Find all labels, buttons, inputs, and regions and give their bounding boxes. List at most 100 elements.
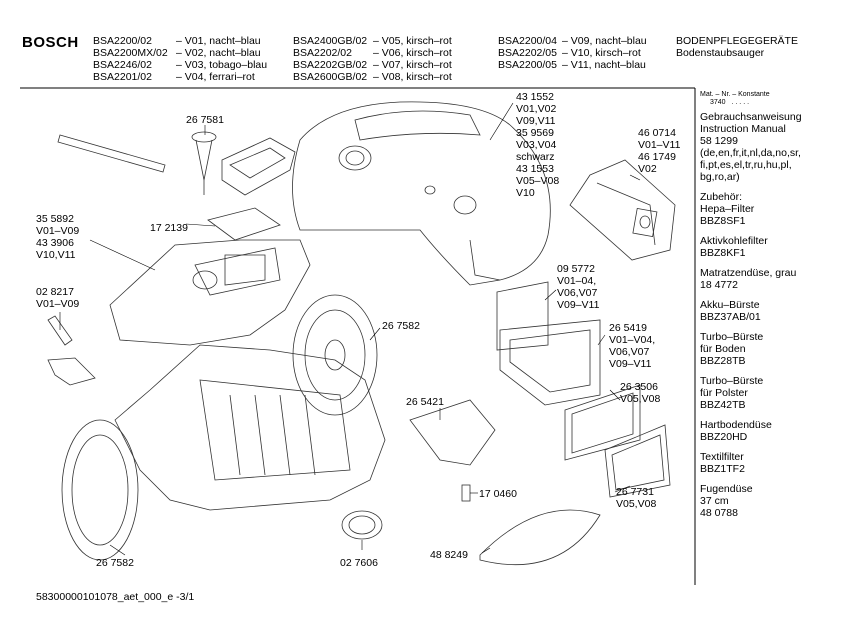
sidebar-line: Fugendüse	[700, 483, 753, 495]
part-label-267582-front: 26 7582	[96, 557, 134, 569]
strip-part	[57, 134, 166, 173]
sidebar-line: 58 1299	[700, 135, 738, 147]
konstante-value: 3740 . . . . .	[700, 99, 840, 107]
model-variant: – V03, tobago–blau	[176, 59, 268, 71]
konstante-header: Mat. – Nr. – Konstante	[700, 91, 770, 98]
sidebar-line: BBZ1TF2	[700, 463, 745, 475]
part-variant: V01–04,	[557, 275, 597, 287]
sidebar-line: für Boden	[700, 343, 746, 355]
dust-bag	[569, 159, 676, 261]
ring	[341, 510, 383, 540]
part-variant: V05,V08	[620, 393, 661, 405]
sidebar-line: BBZ8KF1	[700, 247, 746, 259]
part-variant: V03,V04	[516, 139, 557, 151]
belt	[479, 509, 601, 566]
sidebar-line: Hepa–Filter	[700, 203, 755, 215]
model-variant: – V07, kirsch–rot	[373, 59, 452, 71]
part-label-488249: 48 8249	[430, 549, 468, 561]
model-column-3: BSA2400GB/02 BSA2202/02 BSA2202GB/02 BSA…	[293, 35, 367, 83]
front-wheel	[61, 419, 139, 561]
part-number: 43 1553	[516, 163, 554, 175]
part-variant: V05–V08	[516, 175, 560, 187]
vacuum-lid	[292, 101, 551, 286]
category-title: BODENPFLEGEGERÄTE Bodenstaubsauger	[676, 35, 798, 59]
filter-holder	[221, 137, 296, 196]
model-column-1: BSA2200/02 BSA2200MX/02 BSA2246/02 BSA22…	[93, 35, 168, 83]
model-name: BSA2400GB/02	[293, 35, 368, 47]
sidebar-line: Instruction Manual	[700, 123, 786, 135]
sidebar-block-turbo-upholstery: Turbo–Bürste für Polster BBZ42TB	[700, 375, 840, 411]
model-name: BSA2200/02	[93, 35, 152, 47]
sidebar-block-manual: Gebrauchsanweisung Instruction Manual 58…	[700, 111, 840, 183]
model-column-4: – V05, kirsch–rot – V06, kirsch–rot – V0…	[373, 35, 452, 83]
sidebar-line: (de,en,fr,it,nl,da,no,sr,	[700, 147, 801, 159]
part-label-095772: 09 5772 V01–04, V06,V07 V09–V11	[557, 263, 599, 311]
sidebar-line: BBZ20HD	[700, 431, 748, 443]
part-variant: V05,V08	[616, 498, 657, 510]
part-variant: V01–V11	[638, 139, 681, 151]
part-variant: V06,V07	[557, 287, 598, 299]
sidebar-line: Matratzendüse, grau	[700, 267, 797, 279]
model-variant: – V08, kirsch–rot	[373, 71, 452, 83]
grid-frame	[499, 319, 601, 406]
sidebar-line: BBZ28TB	[700, 355, 746, 367]
housing-cover	[109, 239, 311, 346]
part-label-170460: 17 0460	[479, 488, 517, 500]
konstante-number: 3740	[710, 99, 726, 106]
sidebar-line: Akku–Bürste	[700, 299, 760, 311]
part-number: 46 1749	[638, 151, 676, 163]
part-label-460714: 46 0714 V01–V11 46 1749 V02	[638, 127, 680, 175]
part-label-028217: 02 8217 V01–V09	[36, 286, 79, 310]
sidebar-line: BBZ8SF1	[700, 215, 746, 227]
sidebar-block-hardfloor: Hartbodendüse BBZ20HD	[700, 419, 840, 443]
part-variant: V10	[516, 187, 535, 199]
part-label-267582-rear: 26 7582	[382, 320, 420, 332]
part-label-263506: 26 3506 V05,V08	[620, 381, 660, 405]
model-variant: – V11, nacht–blau	[562, 59, 646, 71]
part-label-431552: 43 1552 V01,V02 V09,V11 35 9569 V03,V04 …	[516, 91, 559, 199]
sidebar-block-akku: Akku–Bürste BBZ37AB/01	[700, 299, 840, 323]
sidebar-line: Zubehör:	[700, 191, 743, 203]
part-label-027606: 02 7606	[340, 557, 378, 569]
part-label-172139: 17 2139	[150, 222, 188, 234]
part-number: 26 7731	[616, 486, 654, 498]
sidebar-line: für Polster	[700, 387, 748, 399]
sidebar-line: bg,ro,ar)	[700, 171, 740, 183]
model-column-5: BSA2200/04 BSA2202/05 BSA2200/05	[498, 35, 557, 71]
konstante-dots: . . . . .	[731, 99, 750, 106]
sidebar-line: fi,pt,es,el,tr,ru,hu,pl,	[700, 159, 792, 171]
sidebar-line: Hartbodendüse	[700, 419, 772, 431]
model-name: BSA2202GB/02	[293, 59, 368, 71]
clip	[461, 484, 471, 502]
part-variant: V10,V11	[36, 249, 76, 261]
part-number: 09 5772	[557, 263, 595, 275]
sidebar-line: 37 cm	[700, 495, 729, 507]
model-name: BSA2202/05	[498, 47, 557, 59]
sidebar-line: Aktivkohlefilter	[700, 235, 768, 247]
part-label-355892: 35 5892 V01–V09 43 3906 V10,V11	[36, 213, 79, 261]
part-number: 35 5892	[36, 213, 74, 225]
part-variant: V01–V04,	[609, 334, 656, 346]
model-variant: – V01, nacht–blau	[176, 35, 261, 47]
part-label-267581: 26 7581	[186, 114, 224, 126]
category-line: BODENPFLEGEGERÄTE	[676, 35, 798, 47]
leader-lines	[59, 102, 641, 556]
sidebar-line: Turbo–Bürste	[700, 331, 764, 343]
base-body	[114, 344, 386, 511]
model-variant: – V10, kirsch–rot	[562, 47, 641, 59]
part-label-267731: 26 7731 V05,V08	[616, 486, 656, 510]
part-label-265419: 26 5419 V01–V04, V06,V07 V09–V11	[609, 322, 655, 370]
sidebar-info: Mat. – Nr. – Konstante 3740 . . . . . Ge…	[700, 91, 840, 519]
part-number: 43 1552	[516, 91, 554, 103]
sidebar-line: Textilfilter	[700, 451, 744, 463]
part-variant: V06,V07	[609, 346, 650, 358]
model-variant: – V06, kirsch–rot	[373, 47, 452, 59]
part-variant: V09,V11	[516, 115, 556, 127]
part-number: 43 3906	[36, 237, 74, 249]
model-name: BSA2201/02	[93, 71, 152, 83]
sidebar-block-crevice: Fugendüse 37 cm 48 0788	[700, 483, 840, 519]
model-column-6: – V09, nacht–blau – V10, kirsch–rot – V1…	[562, 35, 647, 71]
small-part	[47, 315, 96, 386]
part-label-265421: 26 5421	[406, 396, 444, 408]
model-variant: – V04, ferrari–rot	[176, 71, 255, 83]
